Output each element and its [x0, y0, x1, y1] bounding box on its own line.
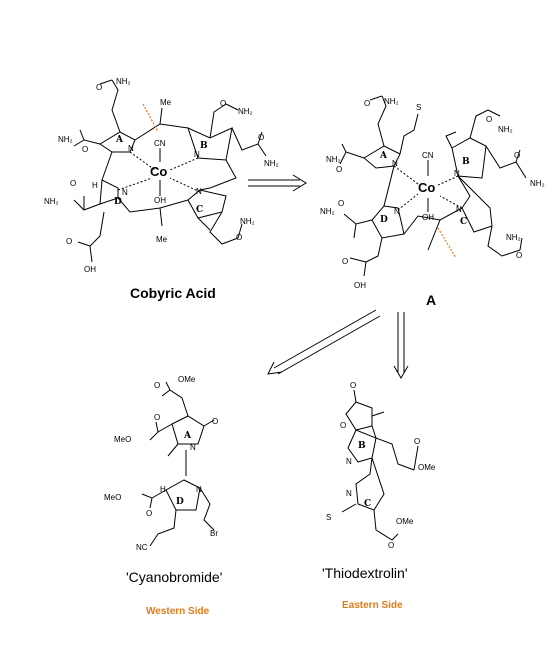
- cyanobromide-structure: OMe O MeO O O N MeO O N H Br NC A D 'Cya…: [104, 375, 222, 617]
- cyanobromide-name: 'Cyanobromide': [126, 569, 222, 585]
- n-label: N: [346, 489, 352, 498]
- n-label: N: [196, 187, 202, 196]
- ring-b-label: B: [200, 141, 208, 151]
- o-label: O: [236, 233, 242, 242]
- s-label: S: [326, 513, 331, 522]
- nh2-label: NH₂: [320, 207, 335, 216]
- thiodextrolin-name: 'Thiodextrolin': [322, 565, 408, 581]
- o-label: O: [212, 417, 218, 426]
- ring-a-label: A: [379, 151, 388, 161]
- western-side-label: Western Side: [146, 606, 210, 617]
- ring-c-label: C: [364, 499, 371, 509]
- n-label: N: [190, 443, 196, 452]
- cobyric-acid-structure: NH₂ O NH₂ O NH₂ O NH₂ O NH₂ O O OH NH₂ O…: [44, 77, 279, 301]
- n-label: N: [194, 150, 200, 159]
- retrosynthetic-arrow-east: [393, 312, 409, 379]
- cobalt-label: Co: [418, 180, 435, 195]
- ring-b-label: B: [462, 157, 470, 167]
- o-label: O: [220, 99, 226, 108]
- nh2-label: NH₂: [530, 179, 545, 188]
- ring-d-label: D: [114, 197, 122, 207]
- n-label: N: [128, 144, 134, 153]
- h-label: H: [92, 181, 98, 190]
- o-label: O: [338, 199, 344, 208]
- nh2-label: NH₂: [44, 197, 59, 206]
- o-label: O: [146, 509, 152, 518]
- o-label: O: [414, 437, 420, 446]
- ring-b-label: B: [358, 441, 366, 451]
- o-label: O: [340, 421, 346, 430]
- nc-label: NC: [136, 543, 148, 552]
- o-label: O: [388, 541, 394, 550]
- retrosynthetic-arrow: [248, 174, 307, 192]
- cn-ligand: CN: [154, 139, 166, 148]
- cn-ligand: CN: [422, 151, 434, 160]
- ring-c-label: C: [196, 205, 203, 215]
- oh-label: OH: [84, 265, 96, 274]
- n-label: N: [122, 188, 128, 197]
- n-label: N: [456, 205, 462, 214]
- intermediate-a-structure: NH₂ O NH₂ O NH₂ O NH₂ O NH₂ O O OH NH₂ O…: [320, 95, 545, 308]
- o-label: O: [364, 99, 370, 108]
- meo-label: MeO: [114, 435, 131, 444]
- n-label: N: [392, 159, 398, 168]
- intermediate-a-name: A: [426, 292, 436, 308]
- nh2-label: NH₂: [384, 97, 399, 106]
- nh2-label: NH₂: [264, 159, 279, 168]
- thiodextrolin-structure: O O N O OMe N S OMe O B C 'Thiodextrolin…: [322, 381, 436, 611]
- o-label: O: [66, 237, 72, 246]
- ome-label: OMe: [418, 463, 436, 472]
- nh2-label: NH₂: [326, 155, 341, 164]
- nh2-label: NH₂: [240, 217, 255, 226]
- o-label: O: [258, 133, 264, 142]
- meo-label: MeO: [104, 493, 121, 502]
- sulfur-label: S: [416, 103, 421, 112]
- n-label: N: [196, 485, 202, 494]
- nh2-label: NH₂: [58, 135, 73, 144]
- cobyric-acid-name: Cobyric Acid: [130, 285, 216, 301]
- eastern-side-label: Eastern Side: [342, 600, 403, 611]
- o-label: O: [514, 151, 520, 160]
- oh-ligand: OH: [154, 196, 166, 205]
- nh2-label: NH₂: [506, 233, 521, 242]
- o-label: O: [70, 179, 76, 188]
- o-label: O: [96, 83, 102, 92]
- oh-label: OH: [354, 281, 366, 290]
- retrosynthetic-arrow-west: [267, 309, 381, 375]
- o-label: O: [82, 145, 88, 154]
- o-label: O: [486, 115, 492, 124]
- ring-a-label: A: [115, 135, 124, 145]
- o-label: O: [342, 257, 348, 266]
- ring-a-label: A: [183, 431, 192, 441]
- ome-label: OMe: [396, 517, 414, 526]
- n-label: N: [394, 207, 400, 216]
- br-label: Br: [210, 529, 218, 538]
- o-label: O: [336, 165, 342, 174]
- me-label: Me: [160, 98, 172, 107]
- o-label: O: [350, 381, 356, 390]
- cobalt-label: Co: [150, 164, 167, 179]
- oh-ligand: OH: [422, 213, 434, 222]
- n-label: N: [454, 169, 460, 178]
- ring-c-label: C: [460, 217, 467, 227]
- o-label: O: [516, 251, 522, 260]
- ring-d-label: D: [380, 215, 388, 225]
- nh2-label: NH₂: [238, 107, 253, 116]
- nh2-label: NH₂: [116, 77, 131, 86]
- n-label: N: [346, 457, 352, 466]
- me-label: Me: [156, 235, 168, 244]
- ring-d-label: D: [176, 497, 184, 507]
- o-label: O: [154, 413, 160, 422]
- o-label: O: [154, 381, 160, 390]
- nh2-label: NH₂: [498, 125, 513, 134]
- ome-label: OMe: [178, 375, 196, 384]
- h-label: H: [160, 485, 166, 494]
